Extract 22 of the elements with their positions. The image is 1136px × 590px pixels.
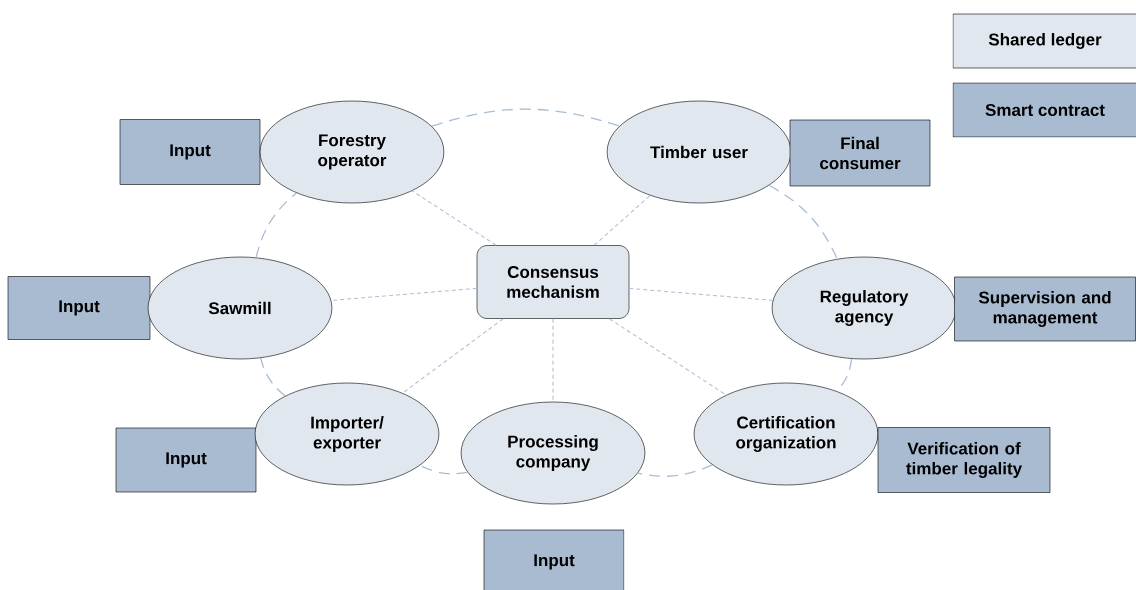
role-box: Supervision and management xyxy=(954,276,1136,342)
role-box: Input xyxy=(7,276,151,340)
connector-line xyxy=(411,190,497,246)
connector-line xyxy=(593,195,651,246)
legend-label: Smart contract xyxy=(985,104,1105,117)
role-box: Input xyxy=(483,529,625,590)
role-box: Input xyxy=(119,119,261,185)
role-box: Final consumer xyxy=(789,119,931,187)
connector-line xyxy=(628,287,774,301)
connector-line xyxy=(255,192,297,259)
role-box: Verification of timber legality xyxy=(877,427,1051,493)
legend-label: Shared ledger xyxy=(988,33,1102,49)
connector-line xyxy=(637,464,713,477)
connector-line xyxy=(431,108,620,127)
connector-line xyxy=(402,318,504,394)
connector-line xyxy=(768,184,838,260)
connector-line xyxy=(259,357,286,397)
role-box: Input xyxy=(115,427,257,493)
connector-line xyxy=(552,318,554,403)
consensus-box: Consensus mechanism xyxy=(476,245,630,319)
connector-line xyxy=(419,464,469,475)
connector-line xyxy=(608,318,727,396)
